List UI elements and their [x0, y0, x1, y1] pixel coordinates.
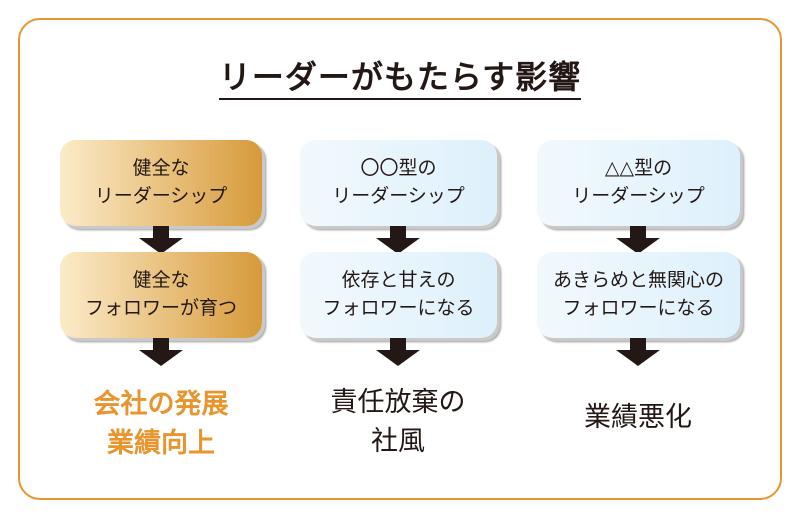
result-line: 責任放棄の	[330, 387, 466, 418]
follower-text: 健全な	[132, 269, 190, 292]
result-text: 会社の発展業績向上	[41, 385, 281, 463]
follower-box: 健全なフォロワーが育つ	[60, 252, 262, 338]
leader-text: リーダーシップ	[572, 185, 705, 207]
leader-box: 健全なリーダーシップ	[60, 140, 262, 226]
down-arrow-icon	[376, 338, 420, 366]
follower-box: あきらめと無関心のフォロワーになる	[537, 252, 740, 338]
leader-box: △△型のリーダーシップ	[537, 140, 740, 226]
follower-box: 依存と甘えのフォロワーになる	[300, 252, 497, 338]
result-line: 業績向上	[107, 428, 215, 460]
leader-text: リーダーシップ	[332, 185, 465, 207]
result-text: 業績悪化	[518, 398, 758, 437]
down-arrow-icon	[616, 226, 660, 254]
follower-text: フォロワーになる	[562, 297, 715, 319]
result-text: 責任放棄の社風	[278, 383, 518, 461]
diagram-title: リーダーがもたらす影響	[0, 52, 800, 100]
diagram-frame	[18, 18, 782, 500]
result-line: 会社の発展	[93, 389, 229, 420]
leader-text: 健全な	[132, 157, 190, 180]
down-arrow-icon	[616, 338, 660, 366]
leader-text: 〇〇型の	[360, 157, 437, 180]
result-line: 業績悪化	[584, 402, 692, 433]
down-arrow-icon	[139, 226, 183, 254]
leader-box: 〇〇型のリーダーシップ	[300, 140, 497, 226]
down-arrow-icon	[139, 338, 183, 366]
follower-text: フォロワーになる	[322, 297, 475, 319]
leader-text: △△型の	[604, 157, 673, 180]
down-arrow-icon	[376, 226, 420, 254]
follower-text: 依存と甘えの	[341, 269, 456, 292]
leader-text: リーダーシップ	[94, 185, 228, 207]
follower-text: フォロワーが育つ	[84, 297, 237, 319]
follower-text: あきらめと無関心の	[552, 269, 724, 292]
result-line: 社風	[371, 426, 425, 458]
